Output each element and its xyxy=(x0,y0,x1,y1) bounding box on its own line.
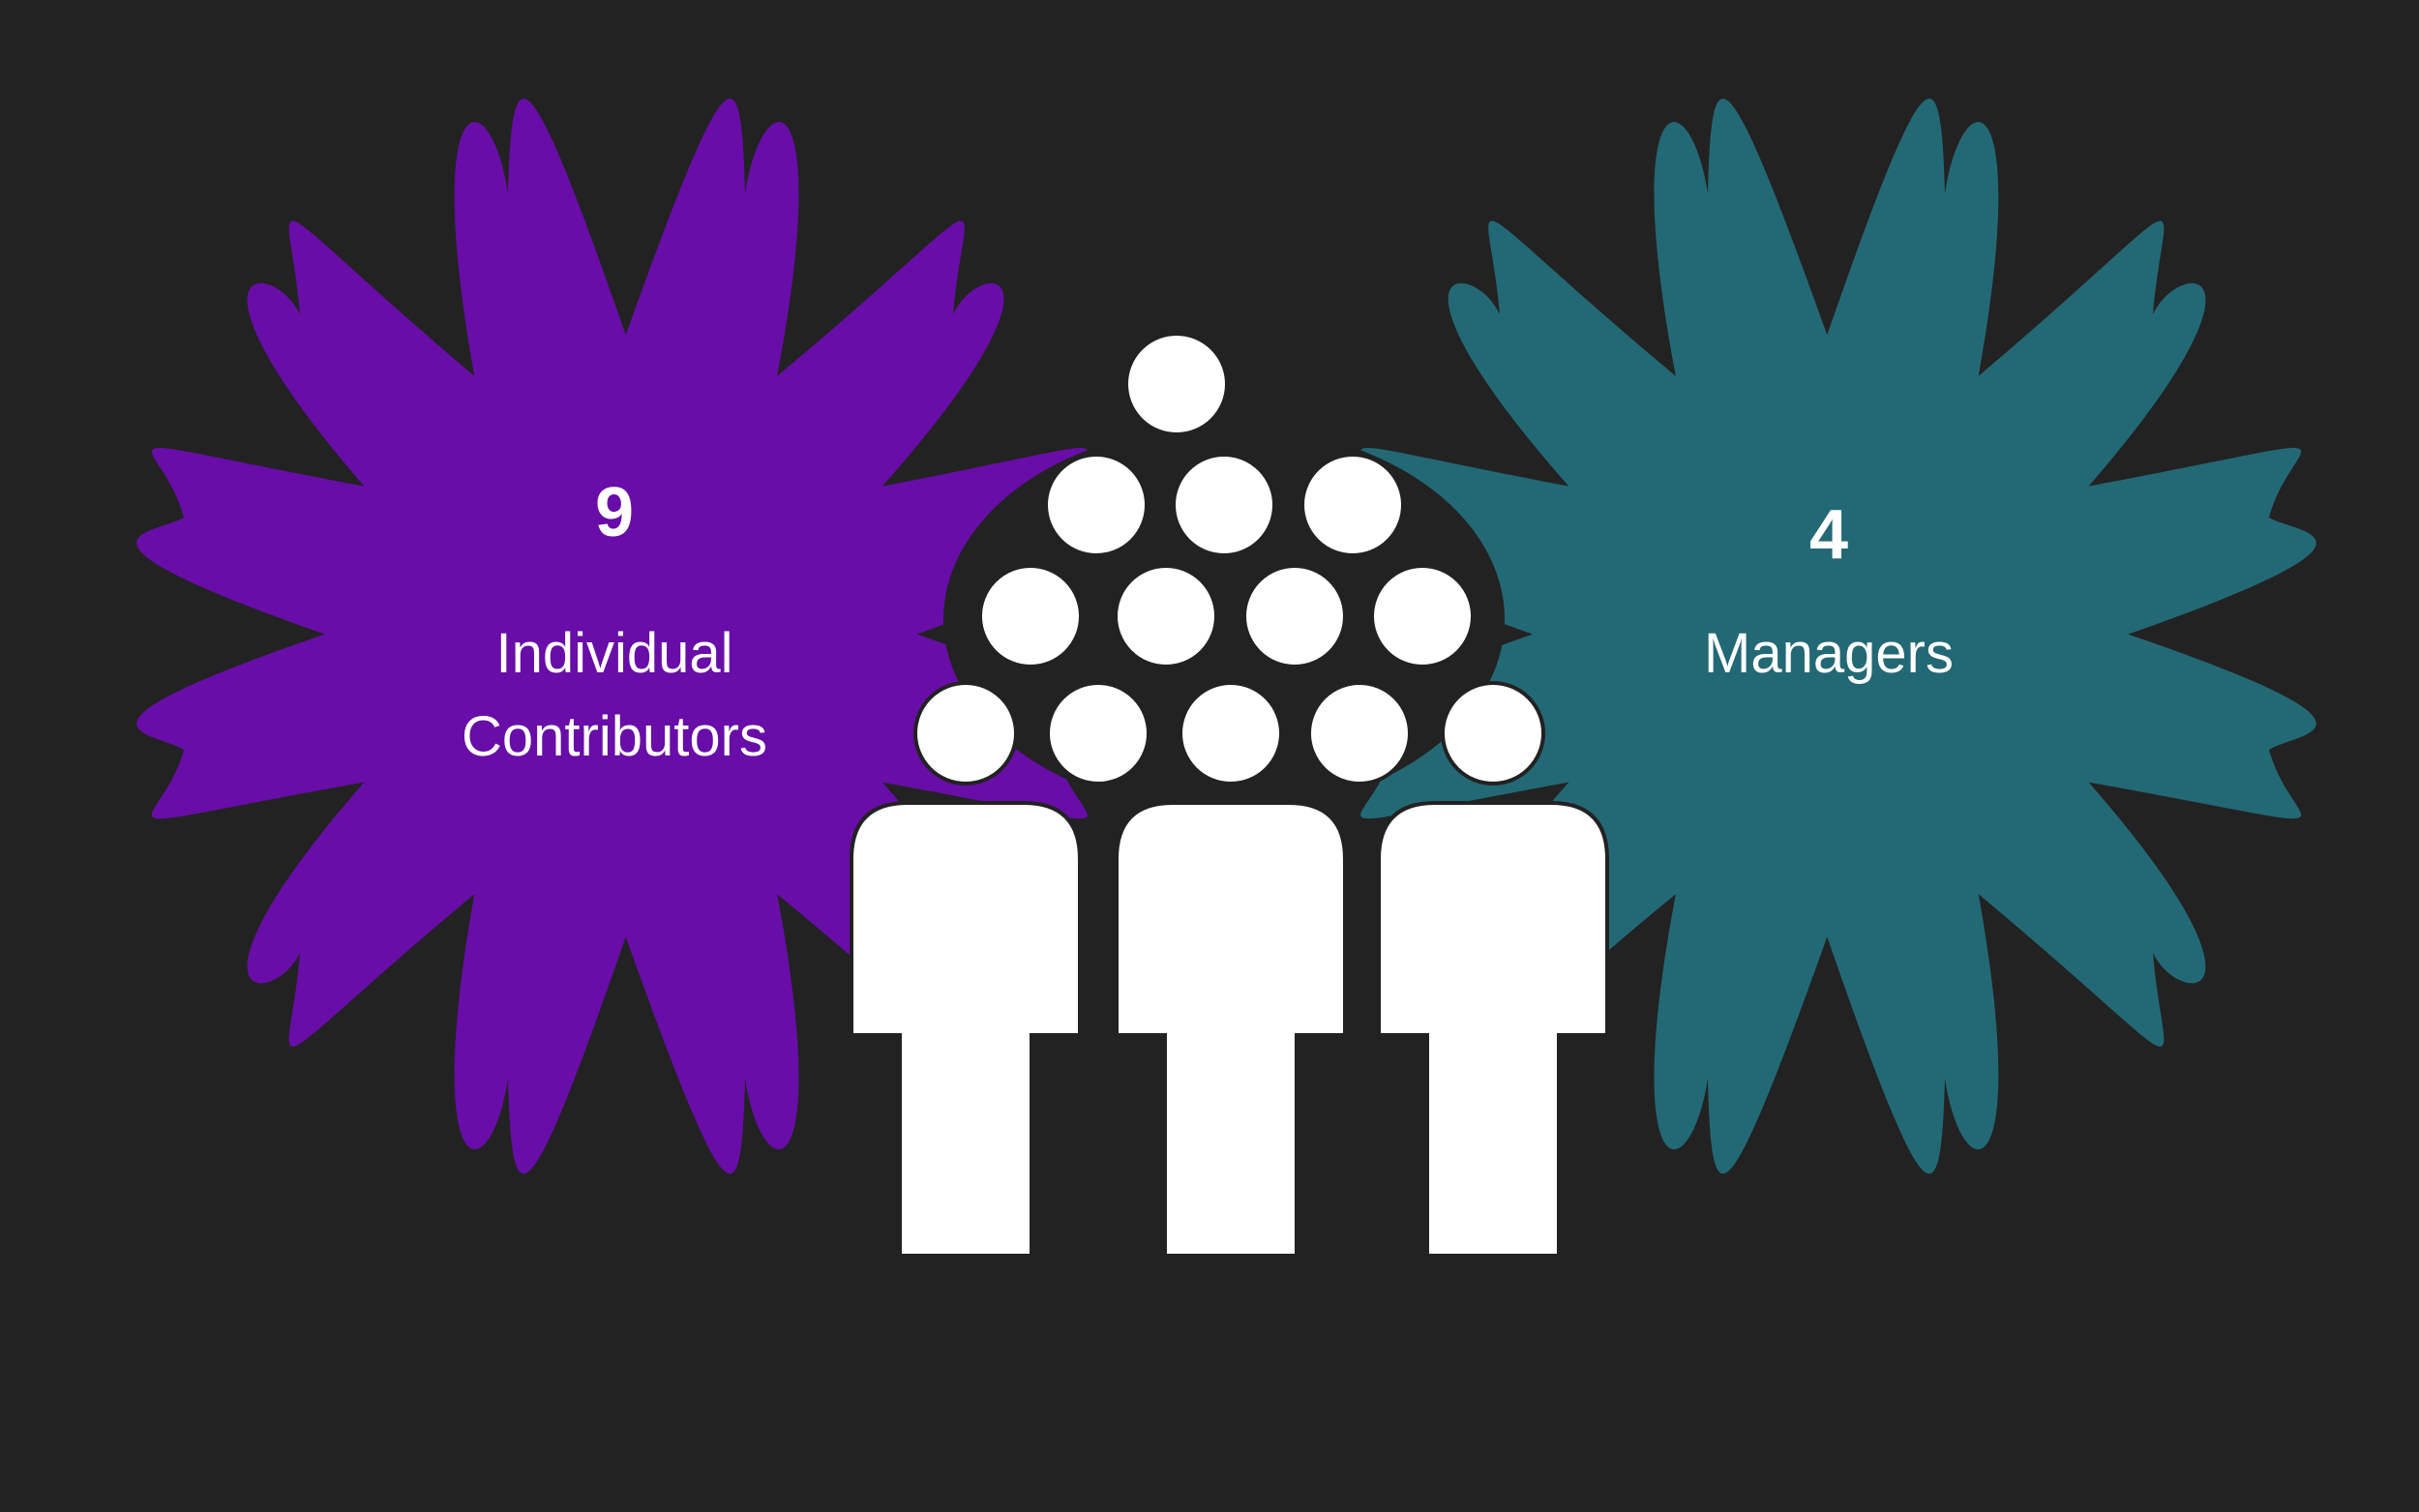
crowd-head xyxy=(1124,332,1229,436)
managers-label: Managers xyxy=(1704,622,1954,685)
crowd-of-people-icon xyxy=(850,332,1609,1258)
crowd-head xyxy=(1046,681,1150,786)
person-head xyxy=(1179,681,1283,786)
crowd-head xyxy=(978,564,1083,668)
managers-count: 4 xyxy=(1808,496,1849,574)
individual-contributors-count: 9 xyxy=(594,474,635,551)
crowd-head xyxy=(1370,564,1475,668)
individual-contributors-label-line2: Contributors xyxy=(462,705,767,768)
crowd-head xyxy=(1044,453,1149,557)
person-body xyxy=(850,801,1082,1258)
person-body xyxy=(1377,801,1609,1258)
crowd-head xyxy=(1242,564,1347,668)
person-head xyxy=(1441,681,1545,786)
crowd-head xyxy=(1307,681,1412,786)
crowd-head xyxy=(1300,453,1405,557)
individual-contributors-label-line1: Individual xyxy=(495,622,733,685)
crowd-head xyxy=(1114,564,1218,668)
person-body xyxy=(1115,801,1347,1258)
person-head xyxy=(913,681,1018,786)
crowd-head xyxy=(1172,453,1276,557)
